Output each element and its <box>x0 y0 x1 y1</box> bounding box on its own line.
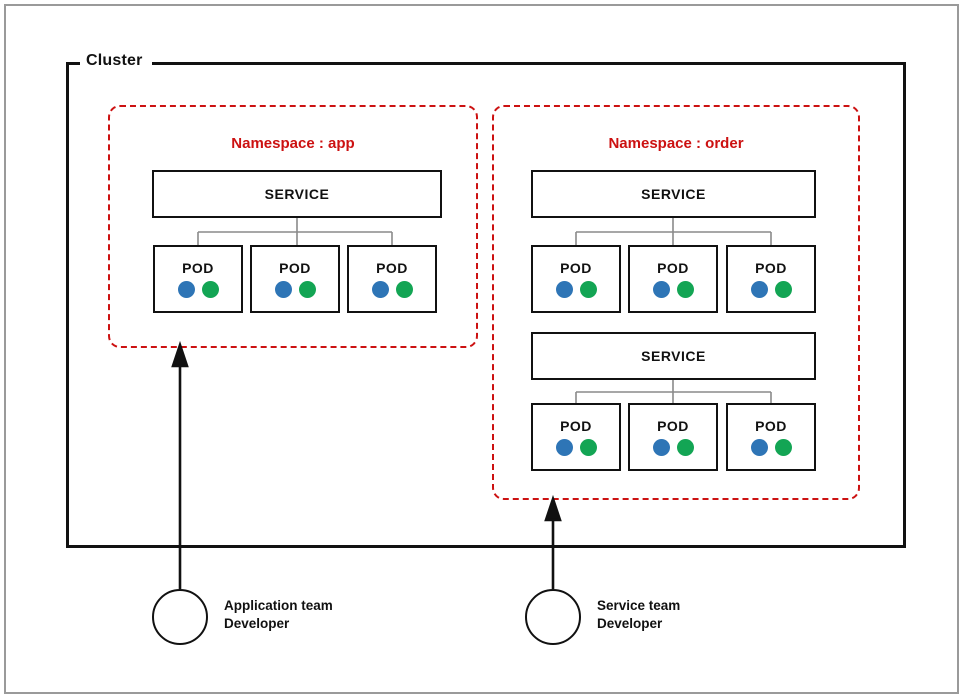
pod-dot-blue-icon <box>274 280 292 298</box>
namespace-order-title: Namespace : order <box>608 135 744 152</box>
actor-application-team-label: Application team Developer <box>224 597 333 633</box>
actor-service-team-label: Service team Developer <box>597 597 680 633</box>
page-frame <box>4 4 959 694</box>
cluster-border-top <box>152 62 906 65</box>
pod-label: POD <box>657 417 689 434</box>
pod-label: POD <box>182 259 214 276</box>
pod-dots <box>750 438 792 456</box>
pod-box-order-1-2[interactable]: POD <box>628 245 718 313</box>
pod-dot-blue-icon <box>555 438 573 456</box>
pod-box-order-2-2[interactable]: POD <box>628 403 718 471</box>
pod-dots <box>555 280 597 298</box>
pod-dot-green-icon <box>201 280 219 298</box>
pod-dot-blue-icon <box>750 280 768 298</box>
actor-label-line1: Service team <box>597 598 681 613</box>
pod-box-order-2-3[interactable]: POD <box>726 403 816 471</box>
pod-box-order-2-1[interactable]: POD <box>531 403 621 471</box>
pod-dot-blue-icon <box>652 438 670 456</box>
pod-dot-blue-icon <box>555 280 573 298</box>
service-box-order-2[interactable]: SERVICE <box>531 332 816 380</box>
pod-label: POD <box>560 259 592 276</box>
pod-dots <box>652 438 694 456</box>
cluster-border-right <box>903 62 906 548</box>
pod-label: POD <box>755 417 787 434</box>
namespace-order: Namespace : order <box>492 105 860 500</box>
pod-box-app-1-1[interactable]: POD <box>153 245 243 313</box>
actor-label-line2: Developer <box>597 616 663 632</box>
pod-box-order-1-3[interactable]: POD <box>726 245 816 313</box>
cluster-border-bottom <box>66 545 906 548</box>
service-box-order-1[interactable]: SERVICE <box>531 170 816 218</box>
pod-dots <box>555 438 597 456</box>
actor-application-team-icon[interactable] <box>152 589 208 645</box>
namespace-app-title: Namespace : app <box>231 135 355 152</box>
pod-label: POD <box>376 259 408 276</box>
pod-dot-blue-icon <box>177 280 195 298</box>
pod-box-app-1-3[interactable]: POD <box>347 245 437 313</box>
pod-dot-green-icon <box>676 438 694 456</box>
pod-dot-blue-icon <box>750 438 768 456</box>
cluster-label: Cluster <box>86 52 143 69</box>
pod-label: POD <box>657 259 689 276</box>
actor-label-line2: Developer <box>224 616 290 632</box>
pod-dots <box>652 280 694 298</box>
pod-dot-blue-icon <box>652 280 670 298</box>
actor-service-team-icon[interactable] <box>525 589 581 645</box>
pod-dot-green-icon <box>676 280 694 298</box>
pod-dots <box>274 280 316 298</box>
pod-dots <box>750 280 792 298</box>
pod-dot-green-icon <box>774 438 792 456</box>
pod-box-app-1-2[interactable]: POD <box>250 245 340 313</box>
pod-dots <box>177 280 219 298</box>
pod-dot-green-icon <box>395 280 413 298</box>
actor-label-line1: Application team <box>224 598 333 613</box>
pod-dot-green-icon <box>579 280 597 298</box>
pod-label: POD <box>560 417 592 434</box>
pod-dot-green-icon <box>579 438 597 456</box>
service-box-app-1[interactable]: SERVICE <box>152 170 442 218</box>
pod-dots <box>371 280 413 298</box>
pod-dot-blue-icon <box>371 280 389 298</box>
cluster-border-top-left-stub <box>66 62 80 65</box>
namespace-app: Namespace : app <box>108 105 478 348</box>
pod-box-order-1-1[interactable]: POD <box>531 245 621 313</box>
pod-dot-green-icon <box>298 280 316 298</box>
pod-dot-green-icon <box>774 280 792 298</box>
cluster-border-left <box>66 62 69 548</box>
pod-label: POD <box>755 259 787 276</box>
pod-label: POD <box>279 259 311 276</box>
